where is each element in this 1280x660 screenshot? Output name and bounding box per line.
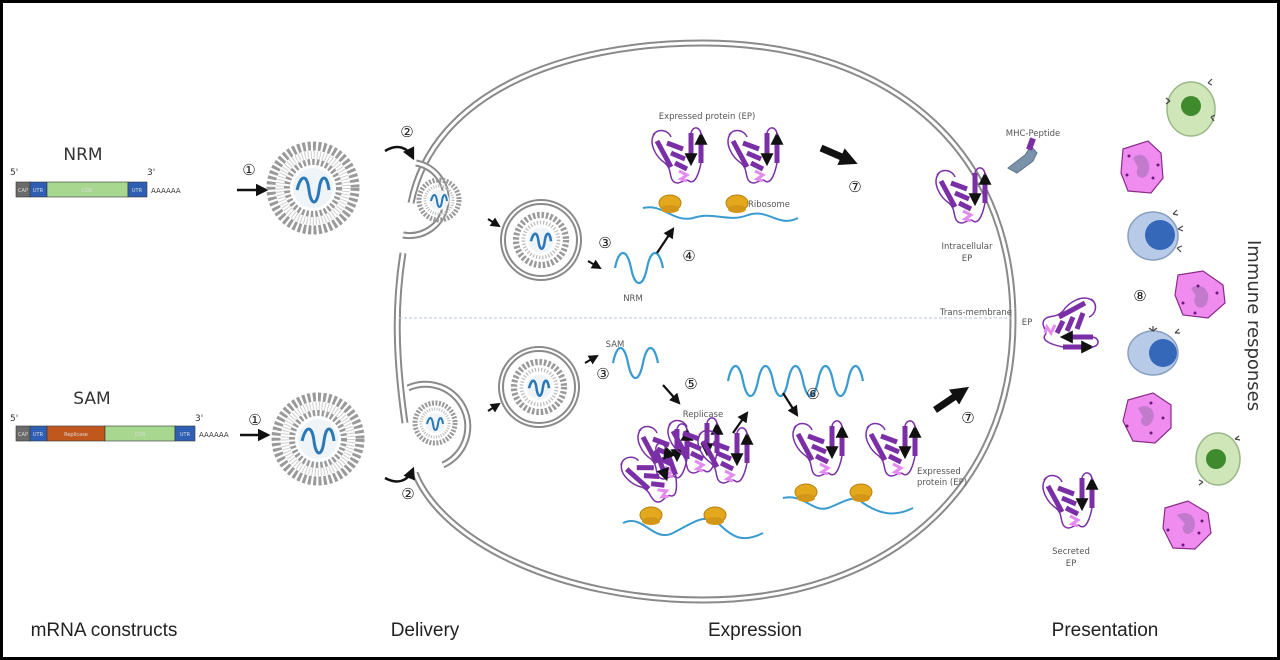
diagram-canvas: NRM 5' 3' CAP UTR CDS UTR AAAAAA SAM 5' … bbox=[3, 3, 1277, 657]
arrow-to-replicase bbox=[662, 384, 681, 405]
step-5: ⑤ bbox=[684, 375, 697, 393]
arrow-to-endosome-nrm bbox=[487, 217, 501, 228]
intracellular-label-2: EP bbox=[962, 254, 973, 264]
sam-construct: SAM 5' 3' CAP UTR Replicase CDS UTR AAAA… bbox=[10, 389, 229, 442]
arrow-step-3-sam bbox=[584, 354, 599, 365]
ribosome-replicase-1 bbox=[639, 506, 663, 526]
mhc-peptide bbox=[1007, 137, 1038, 174]
arrow-step-6 bbox=[782, 392, 799, 417]
arrow-step-7-bottom bbox=[933, 386, 970, 413]
nrm-title: NRM bbox=[63, 145, 102, 165]
transmembrane-label-1: Trans-membrane bbox=[939, 308, 1012, 318]
stage-label-constructs: mRNA constructs bbox=[31, 620, 178, 641]
expressed-protein-top-2 bbox=[728, 128, 777, 183]
granulocyte-3 bbox=[1122, 392, 1172, 444]
arrow-step-2-sam bbox=[384, 466, 415, 483]
expressed-protein-bottom-2 bbox=[866, 421, 915, 476]
ribosome-top-2 bbox=[725, 194, 749, 214]
sam-utr5-label: UTR bbox=[33, 432, 44, 438]
mrna-strand-top bbox=[642, 206, 799, 222]
t-cell-1 bbox=[1165, 78, 1216, 137]
sam-strand-label: SAM bbox=[606, 340, 625, 350]
sam-replicase-label: Replicase bbox=[64, 432, 88, 438]
granulocyte-2 bbox=[1174, 270, 1226, 319]
arrow-step-5 bbox=[732, 411, 749, 434]
immune-responses-label: Immune responses bbox=[1243, 240, 1264, 411]
step-2-nrm: ② bbox=[400, 123, 413, 141]
endocytosing-lnp-sam bbox=[415, 403, 455, 443]
t-cell-2 bbox=[1195, 432, 1241, 486]
b-cell-1 bbox=[1127, 209, 1184, 261]
nrm-strand-label: NRM bbox=[623, 294, 643, 304]
stage-label-delivery: Delivery bbox=[391, 620, 460, 641]
nrm-cap-label: CAP bbox=[18, 188, 28, 194]
mrna-strand-bottom bbox=[782, 496, 914, 515]
nrm-utr3-segment bbox=[127, 181, 148, 198]
arrow-step-3-nrm bbox=[587, 259, 602, 270]
step-8: ⑧ bbox=[1133, 287, 1146, 305]
expressed-protein-bottom-label-2: protein (EP) bbox=[917, 478, 967, 488]
arrow-step-4 bbox=[656, 227, 675, 254]
ribosome-replicase-2 bbox=[703, 506, 727, 526]
sam-utr3-segment bbox=[174, 425, 196, 442]
nrm-construct: NRM 5' 3' CAP UTR CDS UTR AAAAAA bbox=[10, 145, 181, 198]
expressed-protein-bottom-1 bbox=[793, 421, 842, 476]
b-cell-2 bbox=[1127, 326, 1180, 376]
sam-rna-strand bbox=[611, 346, 660, 380]
mrna-strand-replicase bbox=[622, 517, 764, 540]
replicated-rna-strands bbox=[726, 364, 865, 398]
sam-utr3-label: UTR bbox=[180, 432, 191, 438]
granulocyte-1 bbox=[1120, 140, 1164, 194]
endocytosing-lnp-nrm bbox=[419, 180, 459, 220]
step-7-top: ⑦ bbox=[848, 178, 861, 196]
nrm-polya: AAAAAA bbox=[151, 187, 181, 195]
diagram-svg: NRM 5' 3' CAP UTR CDS UTR AAAAAA SAM 5' … bbox=[10, 39, 1264, 641]
replicase-label: Replicase bbox=[683, 410, 723, 420]
intracellular-label-1: Intracellular bbox=[941, 242, 993, 252]
replicase-complex bbox=[618, 418, 747, 510]
expressed-protein-top-1 bbox=[652, 128, 701, 183]
transmembrane-label-2: EP bbox=[1022, 318, 1033, 328]
ribosome-top-1 bbox=[658, 194, 682, 214]
step-7-bottom: ⑦ bbox=[961, 409, 974, 427]
stage-label-expression: Expression bbox=[708, 620, 802, 641]
sam-3prime: 3' bbox=[195, 414, 203, 424]
step-4: ④ bbox=[682, 247, 695, 265]
step-1-sam: ① bbox=[248, 411, 261, 429]
transmembrane-ep-protein bbox=[1043, 298, 1098, 347]
nrm-5prime: 5' bbox=[10, 168, 18, 178]
arrow-step-2-nrm bbox=[384, 145, 415, 161]
sam-cap-label: CAP bbox=[18, 432, 28, 438]
nrm-utr3-label: UTR bbox=[132, 188, 143, 194]
nrm-utr5-label: UTR bbox=[33, 188, 44, 194]
secreted-ep-protein bbox=[1043, 473, 1092, 528]
ribosome-bottom-2 bbox=[849, 483, 873, 503]
secreted-label-2: EP bbox=[1066, 559, 1077, 569]
step-3-nrm: ③ bbox=[598, 234, 611, 252]
secreted-label-1: Secreted bbox=[1052, 547, 1090, 557]
step-6: ⑥ bbox=[806, 385, 819, 403]
arrow-to-endosome-sam bbox=[487, 402, 501, 413]
expressed-protein-bottom-label-1: Expressed bbox=[917, 467, 961, 477]
sam-cds-label: CDS bbox=[135, 432, 146, 438]
arrow-step-7-top bbox=[819, 144, 858, 166]
step-2-sam: ② bbox=[401, 485, 414, 503]
ribosome-label: Ribosome bbox=[748, 200, 790, 210]
sam-5prime: 5' bbox=[10, 414, 18, 424]
stage-label-presentation: Presentation bbox=[1052, 620, 1159, 641]
step-3-sam: ③ bbox=[596, 365, 609, 383]
mhc-peptide-label: MHC-Peptide bbox=[1006, 129, 1061, 139]
nrm-3prime: 3' bbox=[147, 168, 155, 178]
expressed-protein-top-label: Expressed protein (EP) bbox=[659, 112, 756, 122]
lipid-nanoparticle-sam bbox=[276, 397, 360, 481]
nrm-rna-strand bbox=[613, 251, 665, 285]
ribosome-bottom-1 bbox=[794, 483, 818, 503]
sam-title: SAM bbox=[73, 389, 110, 409]
nrm-cds-label: CDS bbox=[82, 188, 93, 194]
lipid-nanoparticle-nrm bbox=[271, 146, 355, 230]
step-1-nrm: ① bbox=[242, 161, 255, 179]
sam-polya: AAAAAA bbox=[199, 431, 229, 439]
granulocyte-4 bbox=[1162, 500, 1212, 550]
